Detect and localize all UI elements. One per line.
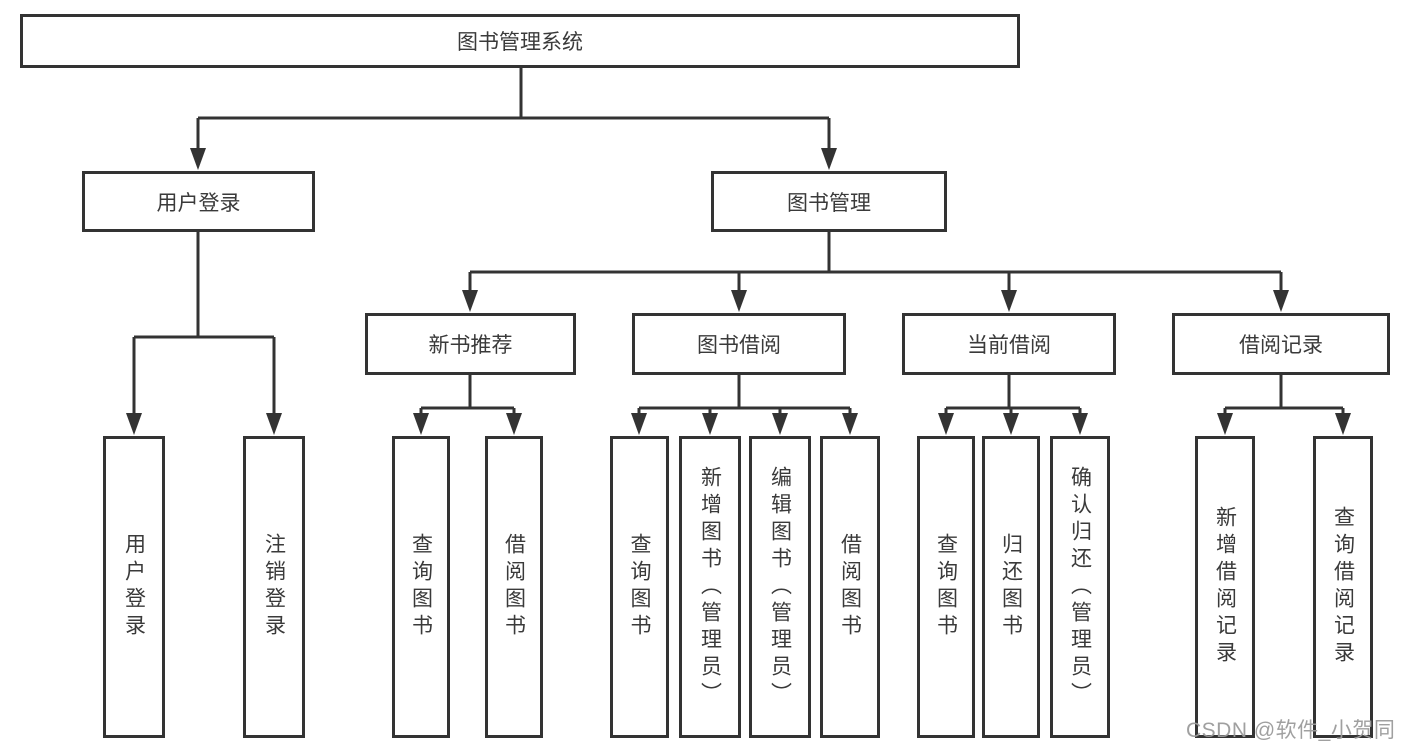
- node-label: 查询借阅记录: [1331, 506, 1355, 668]
- node-system-root: 图书管理系统: [20, 14, 1020, 68]
- node-label: 图书管理系统: [457, 31, 583, 54]
- node-label: 编辑图书（管理员）: [768, 465, 792, 709]
- leaf-borrowing-query-books: 查询图书: [610, 436, 669, 738]
- node-label: 新增借阅记录: [1213, 506, 1237, 668]
- node-label: 用户登录: [122, 533, 146, 641]
- node-label: 查询图书: [934, 533, 958, 641]
- node-label: 查询图书: [628, 533, 651, 641]
- edge-books-to-groups: [462, 232, 1289, 312]
- node-label: 图书管理: [787, 191, 871, 215]
- node-label: 用户登录: [156, 191, 241, 215]
- node-new-book-recommend-group: 新书推荐: [365, 313, 576, 375]
- node-label: 新书推荐: [428, 334, 513, 357]
- node-label: 归还图书: [999, 533, 1023, 641]
- node-label: 图书借阅: [697, 334, 781, 357]
- node-label: 查询图书: [409, 533, 433, 641]
- edge-recommend-to-leaves: [413, 375, 522, 435]
- leaf-borrowing-borrow-books: 借阅图书: [820, 436, 880, 738]
- node-label: 借阅图书: [502, 533, 526, 641]
- edge-root-to-level2: [190, 68, 837, 170]
- leaf-records-add-record: 新增借阅记录: [1195, 436, 1255, 738]
- node-current-borrowing-group: 当前借阅: [902, 313, 1116, 375]
- leaf-borrowing-edit-books-admin: 编辑图书（管理员）: [749, 436, 811, 738]
- edge-user-to-leaves: [126, 232, 282, 435]
- edge-borrowing-to-leaves: [631, 375, 858, 435]
- node-borrowing-records-group: 借阅记录: [1172, 313, 1390, 375]
- node-user-login-branch: 用户登录: [82, 171, 315, 232]
- node-book-management-branch: 图书管理: [711, 171, 947, 232]
- node-label: 借阅图书: [838, 533, 862, 641]
- leaf-recommend-borrow-books: 借阅图书: [485, 436, 543, 738]
- leaf-user-login: 用户登录: [103, 436, 165, 738]
- node-label: 借阅记录: [1239, 334, 1323, 357]
- node-label: 确认归还（管理员）: [1068, 465, 1092, 709]
- leaf-records-query-record: 查询借阅记录: [1313, 436, 1373, 738]
- leaf-recommend-query-books: 查询图书: [392, 436, 450, 738]
- edge-records-to-leaves: [1217, 375, 1351, 435]
- leaf-current-return-books: 归还图书: [982, 436, 1040, 738]
- node-label: 新增图书（管理员）: [698, 465, 722, 709]
- leaf-logout: 注销登录: [243, 436, 305, 738]
- leaf-current-confirm-return-admin: 确认归还（管理员）: [1050, 436, 1110, 738]
- node-label: 注销登录: [262, 533, 286, 641]
- leaf-borrowing-add-books-admin: 新增图书（管理员）: [679, 436, 741, 738]
- edge-current-to-leaves: [938, 375, 1088, 435]
- leaf-current-query-books: 查询图书: [917, 436, 975, 738]
- csdn-watermark: CSDN @软件_小贺同学: [1186, 719, 1396, 742]
- node-label: 当前借阅: [967, 334, 1051, 357]
- node-book-borrowing-group: 图书借阅: [632, 313, 846, 375]
